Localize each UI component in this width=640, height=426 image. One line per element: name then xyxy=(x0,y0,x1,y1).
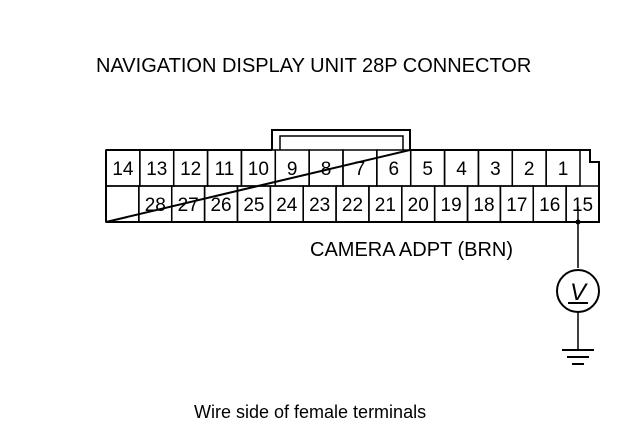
terminal-label-2: 2 xyxy=(524,159,535,180)
terminal-label-8: 8 xyxy=(321,159,332,180)
terminal-label-6: 6 xyxy=(388,159,399,180)
terminal-label-17: 17 xyxy=(506,195,527,216)
terminal-label-5: 5 xyxy=(422,159,433,180)
top-terminal-row: 14 13 12 11 10 9 8 7 6 5 4 3 2 1 xyxy=(105,149,581,187)
voltmeter-label: V xyxy=(570,279,588,306)
terminal-label-27: 27 xyxy=(178,195,199,216)
terminal-label-12: 12 xyxy=(180,159,201,180)
wire-label: CAMERA ADPT (BRN) xyxy=(310,239,513,261)
terminal-label-24: 24 xyxy=(276,195,298,216)
terminal-label-7: 7 xyxy=(355,159,366,180)
terminal-label-23: 23 xyxy=(309,195,330,216)
diagram-title: NAVIGATION DISPLAY UNIT 28P CONNECTOR xyxy=(96,55,531,77)
terminal-label-16: 16 xyxy=(539,195,560,216)
terminal-label-18: 18 xyxy=(473,195,494,216)
terminal-label-4: 4 xyxy=(456,159,467,180)
terminal-label-10: 10 xyxy=(248,159,269,180)
bottom-terminal-row: 28 27 26 25 24 23 22 21 20 19 18 17 16 15 xyxy=(105,185,600,223)
terminal-label-11: 11 xyxy=(215,159,235,180)
terminal-label-21: 21 xyxy=(375,195,396,216)
terminal-cell-15 xyxy=(565,185,600,223)
terminal-label-13: 13 xyxy=(146,159,167,180)
terminal-label-1: 1 xyxy=(558,159,569,180)
diagram-caption: Wire side of female terminals xyxy=(194,402,426,422)
terminal-15-probe-point xyxy=(575,219,581,225)
bottom-row-blank-cell xyxy=(105,185,140,223)
probe-wire: V xyxy=(556,206,600,350)
terminal-label-25: 25 xyxy=(243,195,264,216)
terminal-label-26: 26 xyxy=(210,195,231,216)
terminal-label-20: 20 xyxy=(408,195,429,216)
terminal-label-22: 22 xyxy=(342,195,363,216)
terminal-label-3: 3 xyxy=(490,159,501,180)
ground-icon xyxy=(562,349,594,365)
terminal-label-19: 19 xyxy=(441,195,462,216)
terminal-label-14: 14 xyxy=(112,159,134,180)
terminal-label-15: 15 xyxy=(572,195,593,216)
terminal-label-28: 28 xyxy=(145,195,166,216)
terminal-label-9: 9 xyxy=(287,159,298,180)
